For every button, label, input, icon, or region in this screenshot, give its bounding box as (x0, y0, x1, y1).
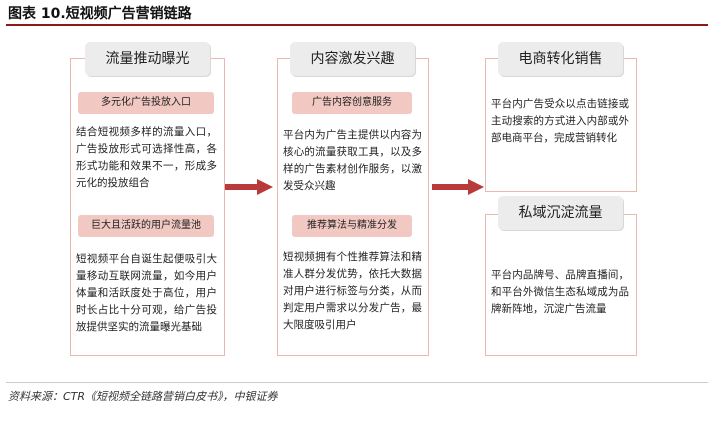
section-text-entry: 结合短视频多样的流量入口，广告投放形式可选择性高，各形式功能和效果不一，形成多元… (76, 126, 217, 189)
source-note: 资料来源：CTR《短视频全链路营销白皮书》，中银证券 (8, 390, 278, 403)
private-domain-header: 私域沉淀流量 (498, 196, 623, 230)
section-text-creative: 平台内为广告主提供以内容为核心的流量获取工具，以及多样的广告素材创作服务，以激发… (283, 129, 422, 192)
column-conversion-header: 电商转化销售 (498, 42, 623, 76)
column-content-header: 内容激发兴趣 (290, 42, 415, 76)
conversion-text: 平台内广告受众以点击链接或主动搜索的方式进入内部或外部电商平台，完成营销转化 (491, 98, 629, 144)
section-label-algorithm: 推荐算法与精准分发 (292, 215, 412, 237)
column-private-domain (485, 214, 637, 356)
section-text-algorithm: 短视频拥有个性推荐算法和精准人群分发优势，依托大数据对用户进行标签与分类，从而判… (283, 251, 422, 331)
title-divider (6, 24, 708, 26)
arrow-right-icon (432, 179, 484, 195)
column-conversion (485, 58, 637, 192)
section-label-traffic-pool: 巨大且活跃的用户流量池 (78, 215, 214, 237)
figure-title: 图表 10.短视频广告营销链路 (8, 6, 192, 22)
section-text-traffic-pool: 短视频平台自诞生起便吸引大量移动互联网流量，如今用户体量和活跃度处于高位，用户时… (76, 253, 217, 333)
arrow-right-icon (225, 179, 273, 195)
private-domain-text: 平台内品牌号、品牌直播间，和平台外微信生态私域成为品牌新阵地，沉淀广告流量 (491, 269, 629, 315)
bottom-divider (6, 382, 708, 383)
column-traffic-header: 流量推动曝光 (85, 42, 210, 76)
section-label-entry: 多元化广告投放入口 (78, 92, 214, 114)
section-label-creative: 广告内容创意服务 (292, 92, 412, 114)
